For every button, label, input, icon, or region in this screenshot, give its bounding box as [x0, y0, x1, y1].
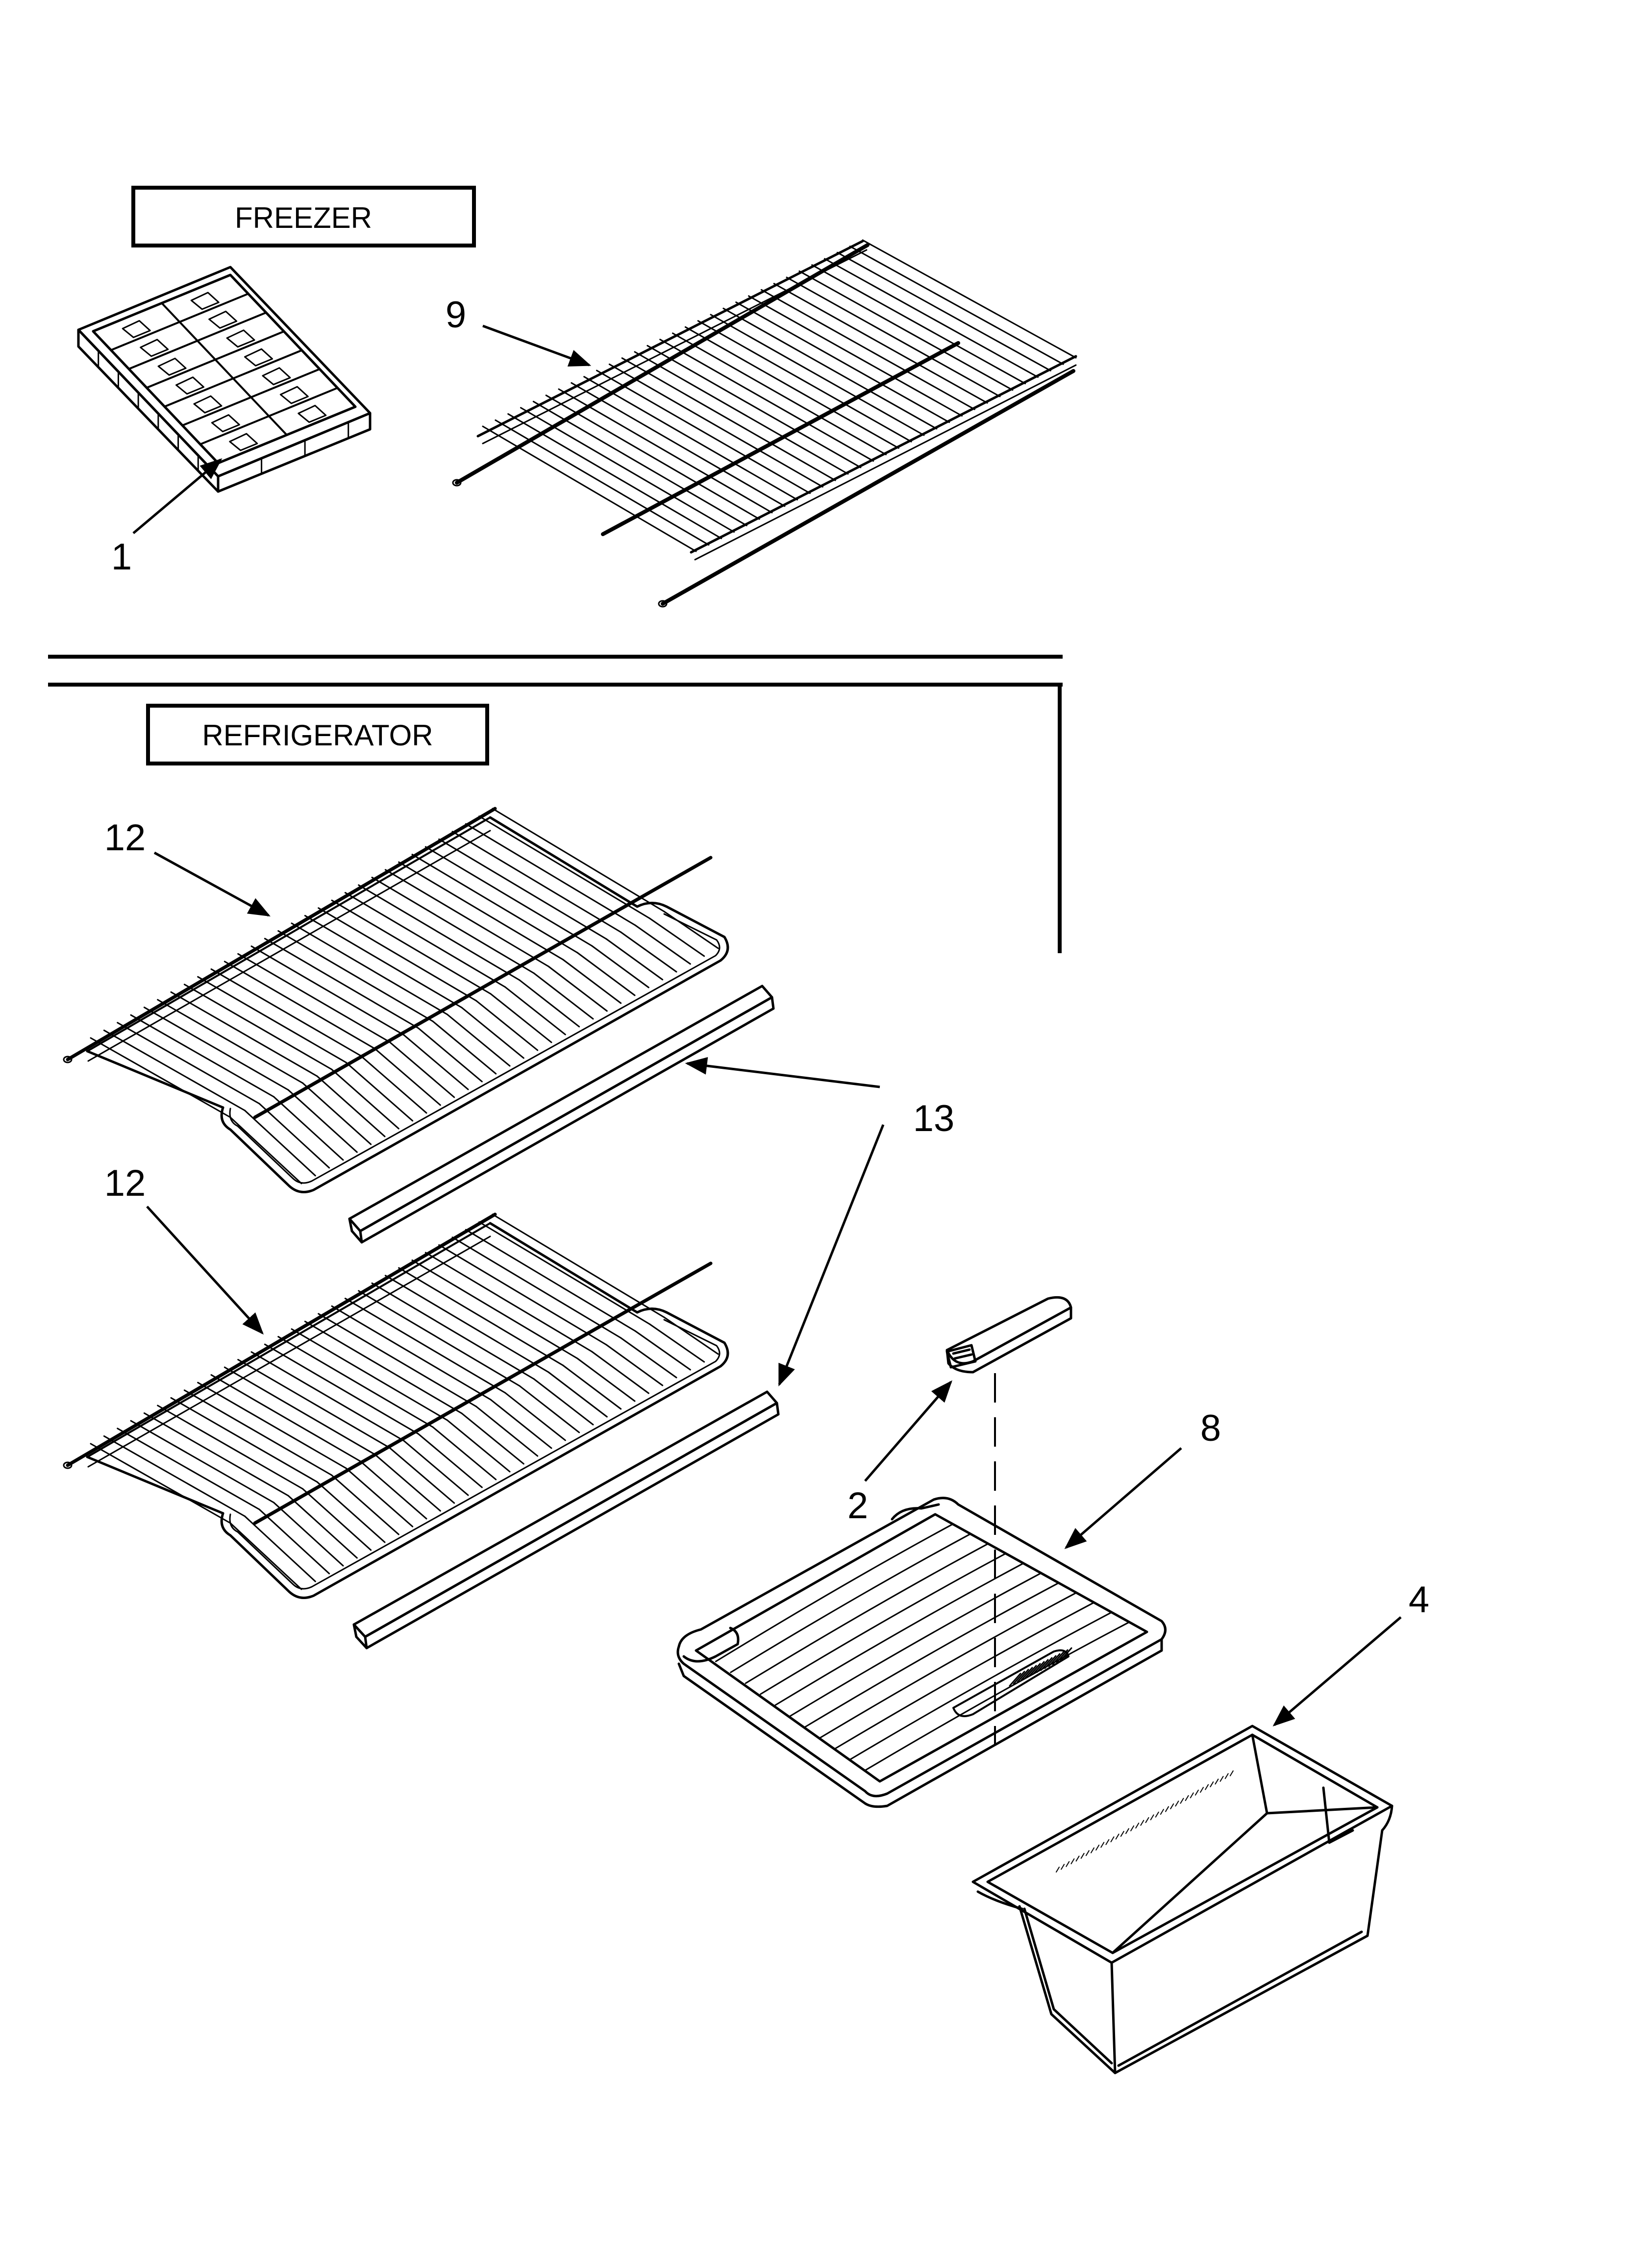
ice-tray-drawing [77, 266, 372, 493]
lower-shelf-drawing [63, 1212, 729, 1599]
svg-text:REFRIGERATOR: REFRIGERATOR [202, 719, 433, 752]
callout-crisper-drawer: 4 [1409, 1579, 1429, 1621]
callout-upper-shelf: 12 [104, 817, 146, 859]
freezer-section-label: FREEZER [131, 186, 476, 247]
crisper-drawer-drawing [971, 1725, 1393, 2074]
section-divider [48, 655, 1063, 953]
callout-humidity-control: 2 [847, 1485, 868, 1527]
callout-crisper-cover: 8 [1200, 1407, 1221, 1449]
svg-text:FREEZER: FREEZER [235, 201, 372, 234]
callout-ice-tray: 1 [111, 536, 132, 578]
humidity-control-drawing [945, 1296, 1072, 1374]
refrigerator-section-label: REFRIGERATOR [146, 704, 489, 765]
freezer-shelf-drawing [452, 239, 1077, 608]
callout-lower-shelf: 12 [104, 1162, 146, 1204]
upper-shelf-drawing [63, 807, 729, 1193]
callout-freezer-shelf: 9 [446, 294, 466, 336]
lower-trim-drawing [352, 1390, 780, 1650]
callout-trim: 13 [913, 1098, 955, 1139]
leader-lines [132, 324, 1402, 1726]
upper-trim-drawing [348, 985, 775, 1244]
crisper-cover-drawing [676, 1497, 1167, 1808]
